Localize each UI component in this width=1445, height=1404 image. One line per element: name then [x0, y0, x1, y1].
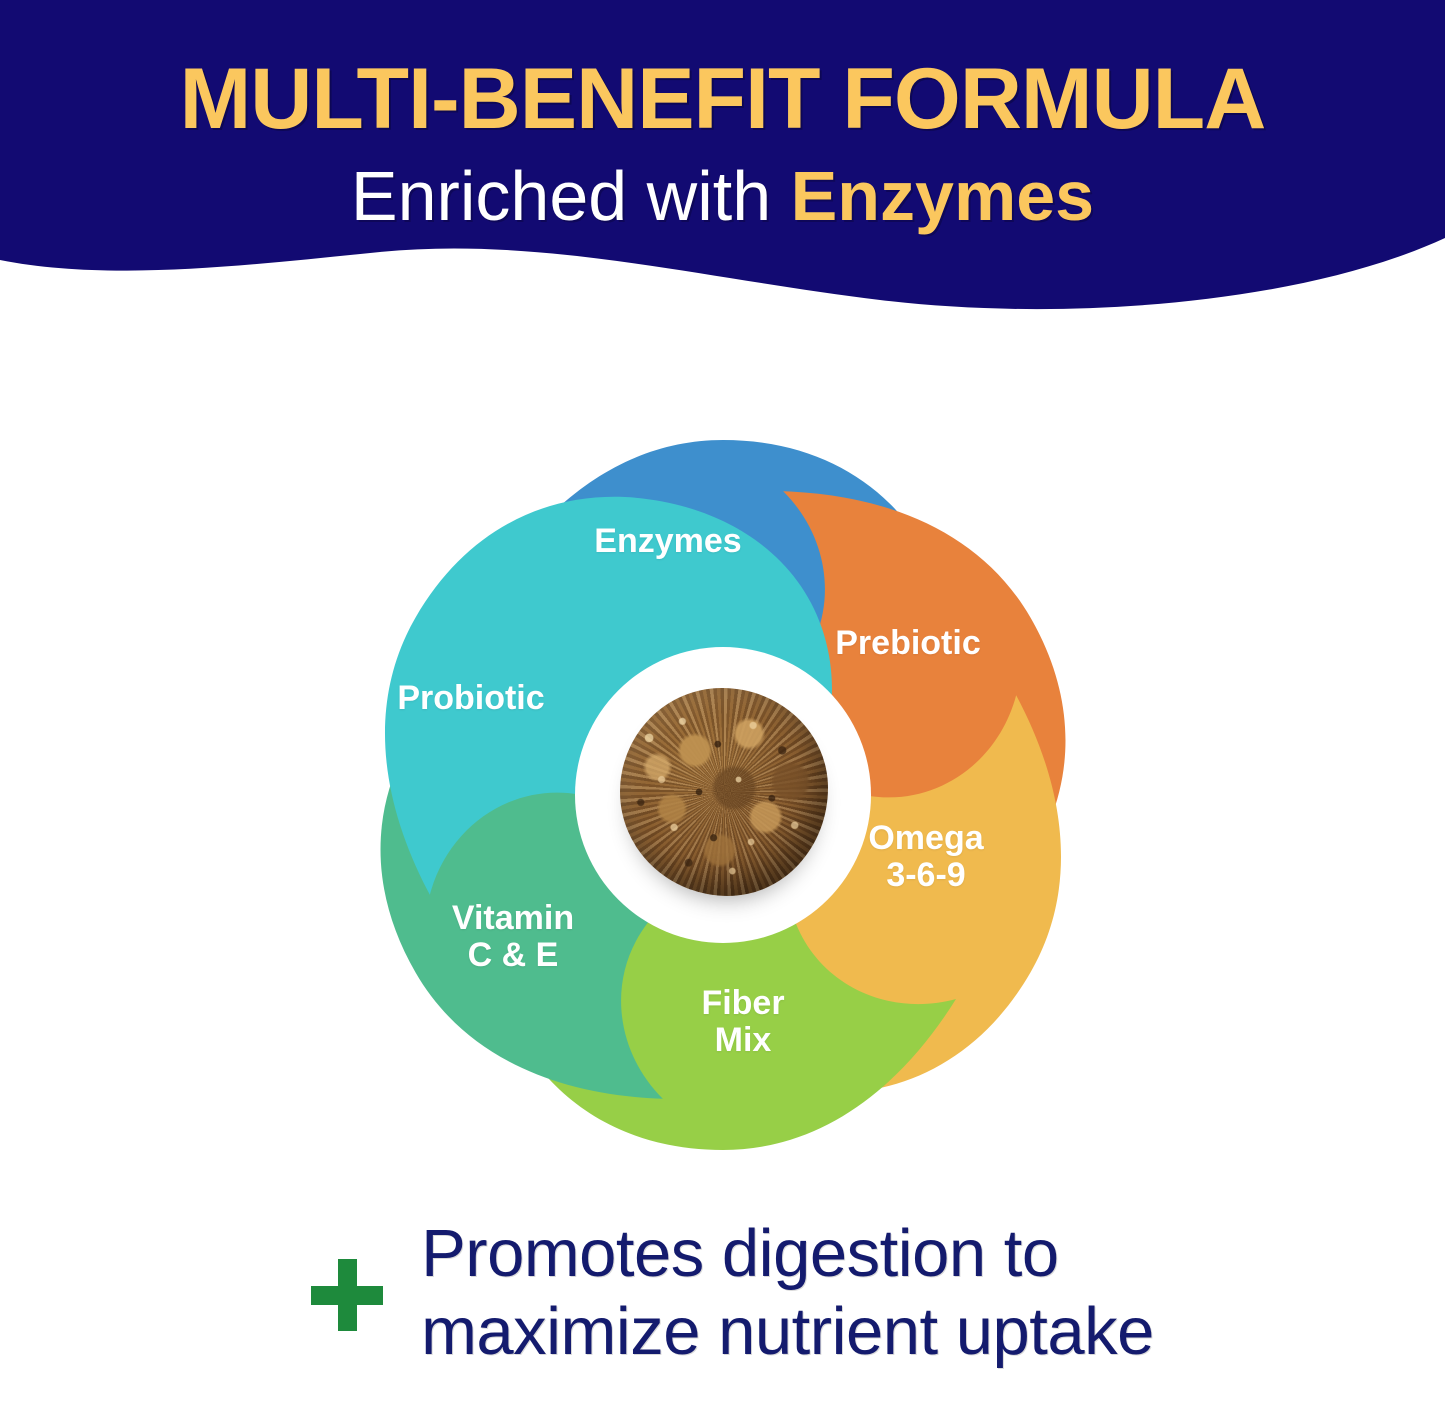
plus-icon — [311, 1259, 384, 1332]
page-subtitle: Enriched with Enzymes — [350, 156, 1095, 235]
benefits-wheel-diagram: Enzymes Prebiotic Omega 3-6-9 Fiber Mix … — [348, 420, 1098, 1170]
kibble-treat-icon — [620, 688, 828, 896]
benefit-claim-row: Promotes digestion to maximize nutrient … — [0, 1215, 1445, 1372]
header-banner-wave-shape — [0, 0, 1445, 310]
page-title: MULTI-BENEFIT FORMULA — [179, 51, 1267, 147]
header-banner: MULTI-BENEFIT FORMULA Enriched with Enzy… — [0, 0, 1445, 340]
benefit-claim-text: Promotes digestion to maximize nutrient … — [421, 1216, 1154, 1370]
subtitle-accent: Enzymes — [790, 156, 1095, 235]
subtitle-prefix: Enriched with — [350, 156, 791, 235]
header-text-group: MULTI-BENEFIT FORMULA Enriched with Enzy… — [0, 0, 1445, 270]
plus-icon-vertical-bar — [338, 1259, 358, 1332]
kibble-texture — [620, 688, 828, 896]
